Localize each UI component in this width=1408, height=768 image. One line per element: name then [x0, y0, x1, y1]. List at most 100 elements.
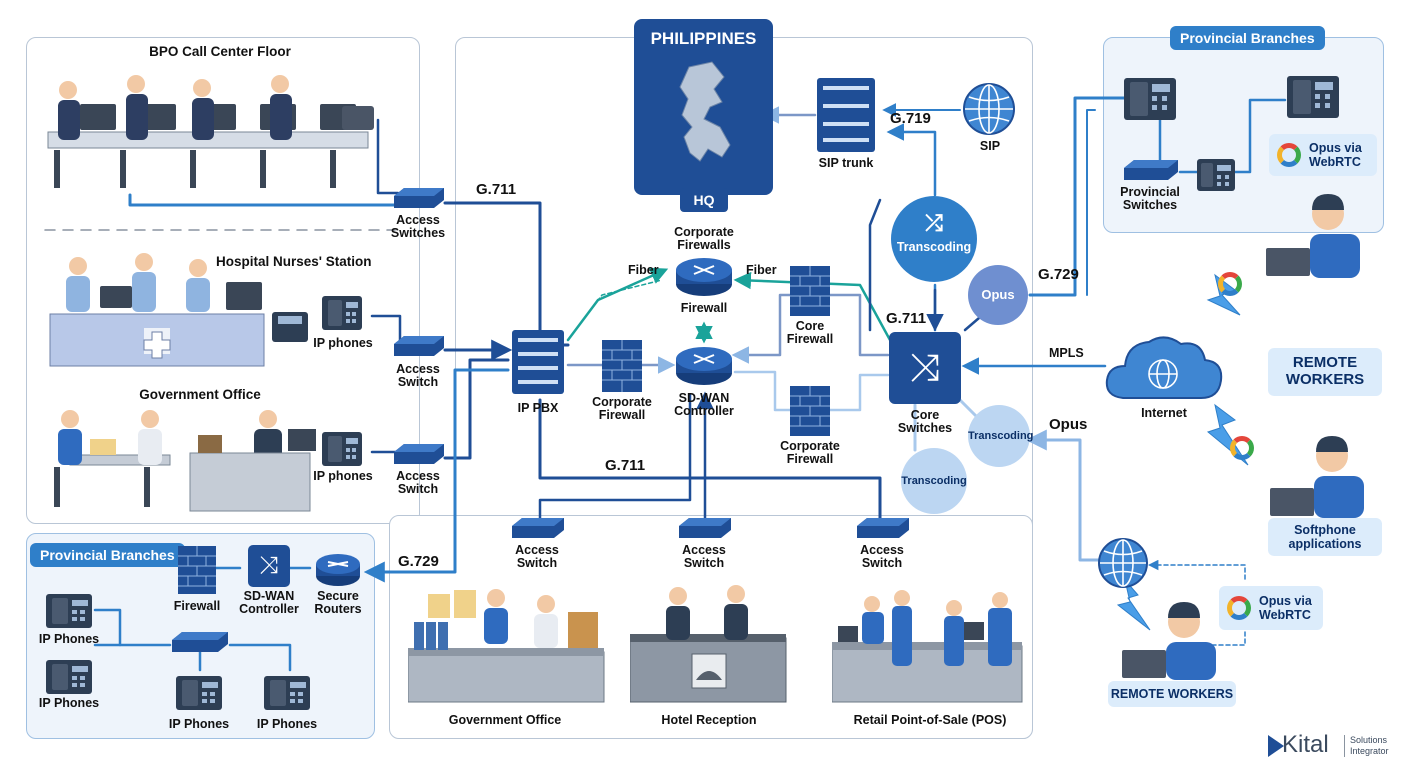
provincial-branches-left-title: Provincial Branches: [30, 543, 185, 567]
corporate-firewall-2-icon: [790, 386, 830, 436]
hospital-title: Hospital Nurses' Station: [216, 254, 372, 269]
country-title: PHILIPPINES: [650, 29, 757, 48]
branch-sdwan-icon: ⤨: [248, 545, 290, 587]
hospital-ip-phones-label: IP phones: [313, 336, 373, 350]
ip-phones-a-label: IP Phones: [38, 632, 100, 646]
mpls-label: MPLS: [1049, 346, 1084, 360]
ip-phones-b-label: IP Phones: [38, 696, 100, 710]
access-switch-2-label: Access Switch: [396, 469, 440, 496]
branch-sdwan-label: SD-WAN Controller: [239, 589, 299, 616]
g711-mid-label: G.711: [605, 457, 646, 474]
remote-workers-small-label: REMOTE WORKERS: [1110, 687, 1234, 701]
internet-cloud-icon: [1105, 336, 1223, 399]
kital-logo-divider: [1344, 735, 1345, 757]
hq-label: HQ: [680, 188, 728, 212]
corporate-firewall-2-label: Corporate Firewall: [780, 439, 840, 466]
firewall-router-icon: [676, 258, 732, 296]
access-switch-a-label: Access Switch: [515, 543, 559, 570]
access-switch-1-label: Access Switch: [396, 362, 440, 389]
access-switches-icon: [394, 188, 444, 208]
gov-office-bottom-illustration: [408, 589, 605, 703]
access-switch-b-label: Access Switch: [682, 543, 726, 570]
remote-workers-big-label: REMOTE WORKERS: [1285, 354, 1365, 388]
transcoding-node-1: ⤮ Transcoding: [891, 196, 977, 282]
remote-worker-3-illustration: [1122, 602, 1216, 680]
access-switch-c-icon: [857, 518, 909, 538]
bpo-agents-illustration: [47, 75, 374, 188]
core-firewall-icon: [790, 266, 830, 316]
secure-routers-icon: [316, 554, 360, 586]
access-switch-a-icon: [512, 518, 564, 538]
retail-pos-illustration: [832, 590, 1023, 703]
corporate-firewall-1-label: Corporate Firewall: [592, 395, 652, 422]
remote-worker-2-illustration: [1270, 436, 1364, 518]
hospital-nurses-illustration: [49, 253, 265, 367]
sip-trunk-label: SIP trunk: [818, 156, 874, 170]
ip-phones-d-label: IP Phones: [256, 717, 318, 731]
opus-webrtc-label-2: Opus via WebRTC: [1259, 594, 1312, 622]
gov-ip-phones-label: IP phones: [313, 469, 373, 483]
access-switch-c-label: Access Switch: [860, 543, 904, 570]
secure-routers-label: Secure Routers: [314, 589, 362, 616]
branch-firewall-label: Firewall: [173, 599, 221, 613]
branch-firewall-icon: [178, 546, 216, 594]
right-ip-phone-1-icon: [1124, 78, 1176, 120]
remote-workers-big-card: REMOTE WORKERS: [1268, 348, 1382, 396]
webrtc-logo-icon: [1277, 143, 1301, 167]
g711-core-label: G.711: [886, 310, 927, 327]
access-switches-label: Access Switches: [390, 213, 446, 240]
corporate-firewalls-title: Corporate Firewalls: [674, 225, 734, 252]
provincial-branches-right-title: Provincial Branches: [1170, 26, 1325, 50]
kital-logo-name: Kital: [1282, 731, 1329, 758]
core-firewall-label: Core Firewall: [786, 319, 834, 346]
access-switch-2-icon: [394, 444, 444, 464]
access-switch-1-icon: [394, 336, 444, 356]
kital-logo-mark-icon: [1268, 735, 1284, 757]
g729-left-label: G.729: [398, 553, 439, 570]
sdwan-controller-label: SD-WAN Controller: [674, 391, 734, 418]
fiber-left-label: Fiber: [628, 263, 659, 277]
softphone-card: Softphone applications: [1268, 518, 1382, 556]
sdwan-router-icon: [676, 347, 732, 385]
opus-webrtc-card-2: Opus via WebRTC: [1219, 586, 1323, 630]
opus-bubble: Opus: [968, 265, 1028, 325]
opus-label: Opus: [1049, 416, 1088, 433]
ip-pbx-server-icon: [512, 330, 564, 394]
webrtc-logo-mid-2: [1230, 436, 1254, 460]
gov-office-illustration: [54, 410, 316, 512]
gov-office-bottom-label: Government Office: [448, 713, 562, 727]
sip-trunk-server-icon: [817, 78, 875, 152]
internet-label: Internet: [1141, 406, 1187, 420]
transcoding-label-1: Transcoding: [896, 240, 972, 254]
hospital-desk-phone-icon: [272, 312, 308, 342]
gov-ip-phone-icon: [322, 432, 362, 466]
fiber-right-label: Fiber: [746, 263, 777, 277]
branch-switch-icon: [172, 632, 228, 652]
sip-globe-icon: [963, 83, 1015, 135]
opus-webrtc-card-1: Opus via WebRTC: [1269, 134, 1377, 176]
transcoding-node-3: Transcoding: [901, 448, 967, 514]
ip-pbx-label: IP PBX: [517, 401, 559, 415]
bpo-title: BPO Call Center Floor: [149, 44, 291, 59]
provincial-switch-icon: [1124, 160, 1178, 180]
remote-globe-icon: [1098, 538, 1148, 588]
hospital-ip-phone-icon: [322, 296, 362, 330]
gov-title: Government Office: [139, 387, 261, 402]
access-switch-b-icon: [679, 518, 731, 538]
remote-workers-small-card: REMOTE WORKERS: [1108, 681, 1236, 707]
firewall-label: Firewall: [680, 301, 728, 315]
g719-label: G.719: [890, 110, 931, 127]
ip-phones-c-label: IP Phones: [168, 717, 230, 731]
opus-webrtc-label-1: Opus via WebRTC: [1309, 141, 1362, 169]
core-switches: ⤨: [889, 332, 961, 404]
right-ip-phone-2-icon: [1287, 76, 1339, 118]
right-ip-phone-3-icon: [1197, 159, 1235, 191]
philippines-map-icon: [679, 61, 731, 162]
webrtc-logo-mid-1: [1218, 272, 1242, 296]
shuffle-icon: ⤮: [925, 210, 943, 235]
hotel-reception-label: Hotel Reception: [661, 713, 757, 727]
ip-phone-c-icon: [176, 676, 222, 710]
provincial-switches-label: Provincial Switches: [1120, 185, 1180, 212]
kital-logo-tagline: Solutions Integrator: [1350, 735, 1389, 756]
core-switches-label: Core Switches: [897, 408, 953, 435]
